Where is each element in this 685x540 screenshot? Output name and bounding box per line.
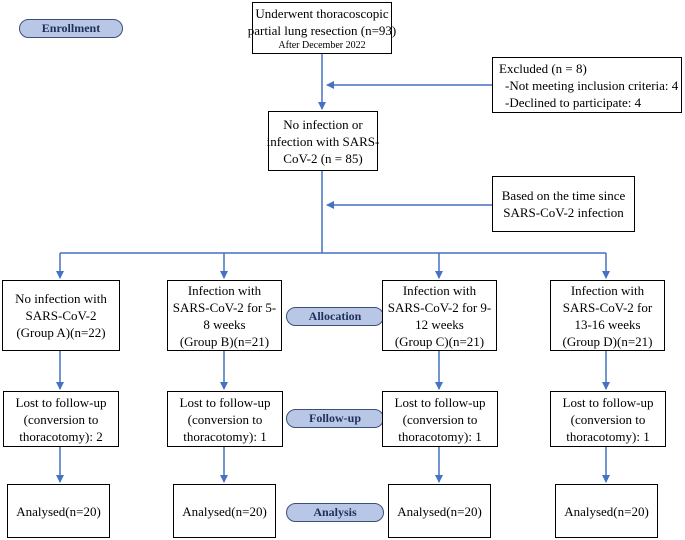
group-a-lost-line-2: (conversion to	[23, 411, 99, 427]
group-c-line-4: (Group C)(n=21)	[394, 333, 485, 349]
group-a-box: No infection with SARS-CoV-2 (Group A)(n…	[2, 280, 120, 351]
group-b-line-2: SARS-CoV-2 for 5-	[172, 299, 277, 315]
enrolled-line-1: Underwent thoracoscopic	[255, 5, 389, 21]
stage-follow-up: Follow-up	[286, 409, 384, 428]
eligible-line-1: No infection or	[283, 116, 363, 132]
group-a-lost-line-1: Lost to follow-up	[15, 394, 107, 410]
group-c-lost-line-3: thoracotomy): 1	[398, 428, 482, 444]
group-d-lost-box: Lost to follow-up (conversion to thoraco…	[550, 391, 666, 447]
group-c-line-2: SARS-CoV-2 for 9-	[387, 299, 492, 315]
group-b-lost-line-3: thoracotomy): 1	[183, 428, 267, 444]
excluded-line-1: Excluded (n = 8)	[499, 60, 587, 76]
criteria-line-1: Based on the time since	[501, 188, 626, 203]
criteria-box: Based on the time since SARS-CoV-2 infec…	[492, 176, 635, 232]
stage-follow-up-label: Follow-up	[308, 411, 361, 425]
criteria-line-2: SARS-CoV-2 infection	[503, 205, 624, 220]
group-b-lost-box: Lost to follow-up (conversion to thoraco…	[167, 391, 283, 447]
group-d-box: Infection with SARS-CoV-2 for 13-16 week…	[550, 280, 665, 351]
excluded-line-2: -Not meeting inclusion criteria: 4	[505, 77, 679, 93]
group-b-lost-line-2: (conversion to	[187, 411, 263, 427]
group-c-lost-line-1: Lost to follow-up	[394, 394, 486, 410]
group-a-lost-line-3: thoracotomy): 2	[19, 428, 103, 444]
group-c-analysed-label: Analysed(n=20)	[397, 503, 482, 519]
stage-analysis: Analysis	[286, 503, 384, 522]
group-b-line-4: (Group B)(n=21)	[179, 333, 270, 349]
enrolled-line-2: partial lung resection (n=93)	[247, 22, 397, 38]
group-b-analysed-box: Analysed(n=20)	[173, 484, 276, 538]
group-d-line-4: (Group D)(n=21)	[562, 333, 653, 349]
excluded-box: Excluded (n = 8) -Not meeting inclusion …	[492, 57, 682, 113]
group-c-line-3: 12 weeks	[415, 316, 464, 332]
group-d-analysed-label: Analysed(n=20)	[564, 503, 649, 519]
enrolled-line-3: After December 2022	[278, 39, 366, 51]
stage-enrollment-label: Enrollment	[41, 21, 101, 35]
stage-analysis-label: Analysis	[313, 505, 357, 519]
group-b-lost-line-1: Lost to follow-up	[179, 394, 271, 410]
group-d-lost-line-2: (conversion to	[570, 411, 646, 427]
eligible-line-3: CoV-2 (n = 85)	[283, 150, 363, 166]
excluded-line-3: -Declined to participate: 4	[505, 94, 642, 110]
group-b-analysed-label: Analysed(n=20)	[182, 503, 267, 519]
stage-enrollment: Enrollment	[19, 19, 123, 38]
group-d-line-1: Infection with	[570, 282, 645, 298]
group-d-lost-line-3: thoracotomy): 1	[566, 428, 650, 444]
stage-allocation: Allocation	[286, 307, 384, 326]
group-c-box: Infection with SARS-CoV-2 for 9- 12 week…	[382, 280, 497, 351]
group-a-line-3: (Group A)(n=22)	[16, 325, 106, 340]
group-d-analysed-box: Analysed(n=20)	[555, 484, 658, 538]
group-a-line-1: No infection with	[15, 291, 107, 306]
group-c-analysed-box: Analysed(n=20)	[388, 484, 491, 538]
group-c-lost-line-2: (conversion to	[402, 411, 478, 427]
group-d-line-3: 13-16 weeks	[574, 316, 641, 332]
eligible-box: No infection or infection with SARS- CoV…	[266, 111, 380, 171]
eligible-line-2: infection with SARS-	[266, 133, 380, 149]
enrolled-box: Underwent thoracoscopic partial lung res…	[248, 2, 396, 54]
group-a-lost-box: Lost to follow-up (conversion to thoraco…	[3, 391, 119, 447]
group-a-analysed-box: Analysed(n=20)	[7, 484, 110, 538]
group-a-line-2: SARS-CoV-2	[25, 308, 97, 323]
group-b-line-3: 8 weeks	[203, 316, 246, 332]
group-c-line-1: Infection with	[402, 282, 477, 298]
group-b-line-1: Infection with	[187, 282, 262, 298]
group-b-box: Infection with SARS-CoV-2 for 5- 8 weeks…	[167, 280, 282, 351]
group-c-lost-box: Lost to follow-up (conversion to thoraco…	[382, 391, 498, 447]
group-d-lost-line-1: Lost to follow-up	[562, 394, 654, 410]
stage-allocation-label: Allocation	[308, 309, 362, 323]
group-d-line-2: SARS-CoV-2 for	[562, 299, 653, 315]
group-a-analysed-label: Analysed(n=20)	[16, 503, 101, 519]
